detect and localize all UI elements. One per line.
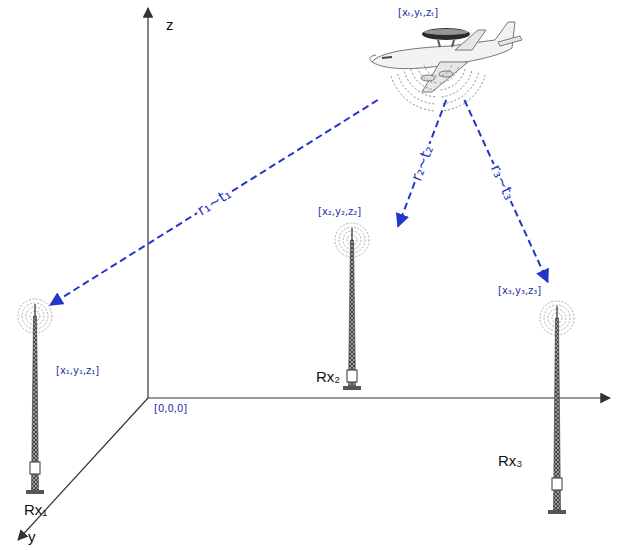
axis-label: y	[28, 528, 36, 545]
target-coordinates: [xₜ,yₜ,zₜ]	[398, 7, 438, 19]
receiver-name: Rx₂	[316, 368, 340, 385]
receiver-coordinates: [x₃,y₃,z₃]	[498, 285, 541, 297]
antenna	[18, 299, 52, 494]
antenna-towers	[18, 223, 574, 514]
antenna	[335, 223, 369, 390]
receiver-node: [x₂,y₂,z₂] Rx₂	[316, 204, 398, 390]
aircraft-node: [xₜ,yₜ,zₜ]	[358, 4, 510, 100]
receiver-node: [x₃,y₃,z₃] Rx₃	[494, 282, 606, 522]
antenna	[540, 301, 574, 514]
range-time-label: r₂~t₂	[407, 141, 437, 185]
range-time-label: r₃~t₃	[486, 160, 518, 204]
origin-label: [0,0,0]	[154, 403, 187, 415]
axis-label: z	[166, 16, 174, 33]
signal-path	[398, 100, 446, 226]
signal-path	[464, 100, 547, 282]
receiver-node: [x₁,y₁,z₁] Rx₁	[6, 305, 114, 527]
receiver-name: Rx₁	[24, 501, 47, 518]
receiver-name: Rx₃	[498, 452, 522, 469]
coordinate-axes	[18, 8, 610, 540]
signal-path	[50, 100, 377, 305]
receiver-coordinates: [x₁,y₁,z₁]	[56, 365, 99, 377]
receiver-coordinates: [x₂,y₂,z₂]	[318, 206, 361, 218]
range-time-label: r₁~t₁	[192, 185, 235, 221]
radio-waves	[391, 66, 486, 111]
